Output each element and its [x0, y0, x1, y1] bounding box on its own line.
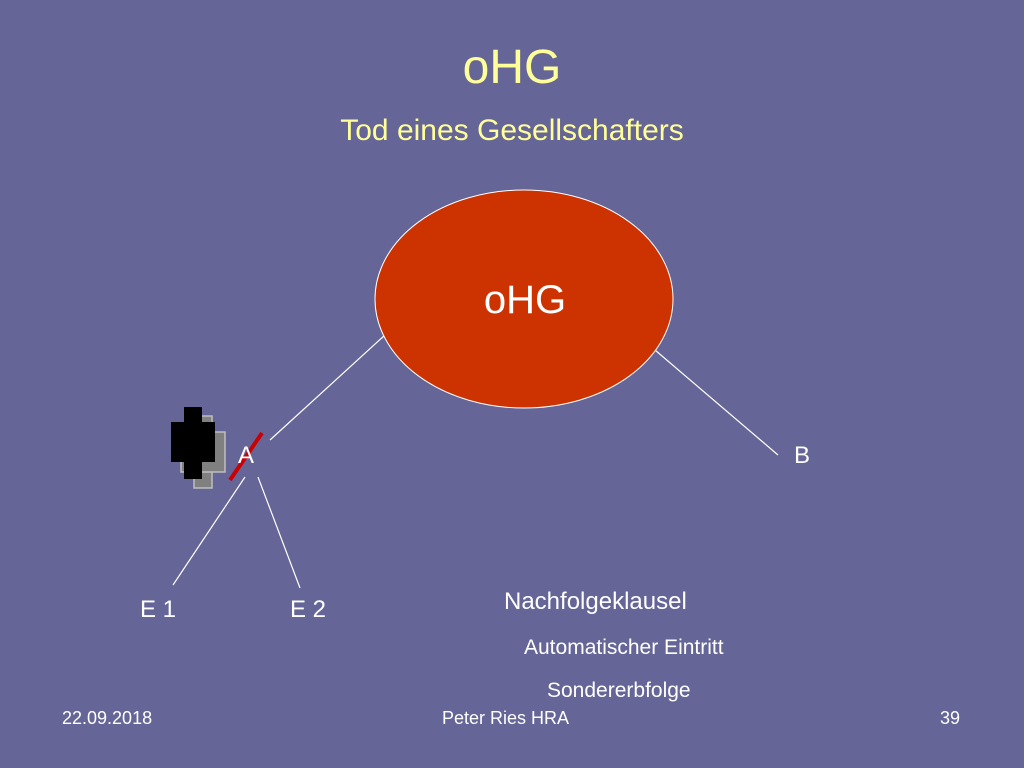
line-a-e1	[172, 476, 246, 586]
company-label: oHG	[483, 278, 567, 322]
footer-page-number: 39	[940, 708, 961, 728]
clause-effect-1: Automatischer Eintritt	[524, 636, 724, 659]
line-ohg-a	[269, 334, 386, 441]
heir-1-label: E 1	[140, 596, 177, 623]
strike-mark	[228, 431, 264, 482]
clause-heading: Nachfolgeklausel	[504, 588, 687, 615]
line-ohg-b	[654, 349, 779, 456]
partner-b-label: B	[794, 442, 811, 469]
partner-a-label: A	[238, 442, 255, 469]
footer-author: Peter Ries HRA	[442, 708, 570, 728]
footer-date: 22.09.2018	[62, 708, 153, 728]
slide-title: oHG	[462, 41, 562, 94]
slide-subtitle: Tod eines Gesellschafters	[340, 114, 684, 147]
company-ellipse	[374, 189, 674, 409]
deceased-person-icon	[171, 407, 226, 489]
heir-2-label: E 2	[290, 596, 327, 623]
line-a-e2	[257, 476, 301, 589]
clause-effect-2: Sondererbfolge	[547, 679, 691, 702]
